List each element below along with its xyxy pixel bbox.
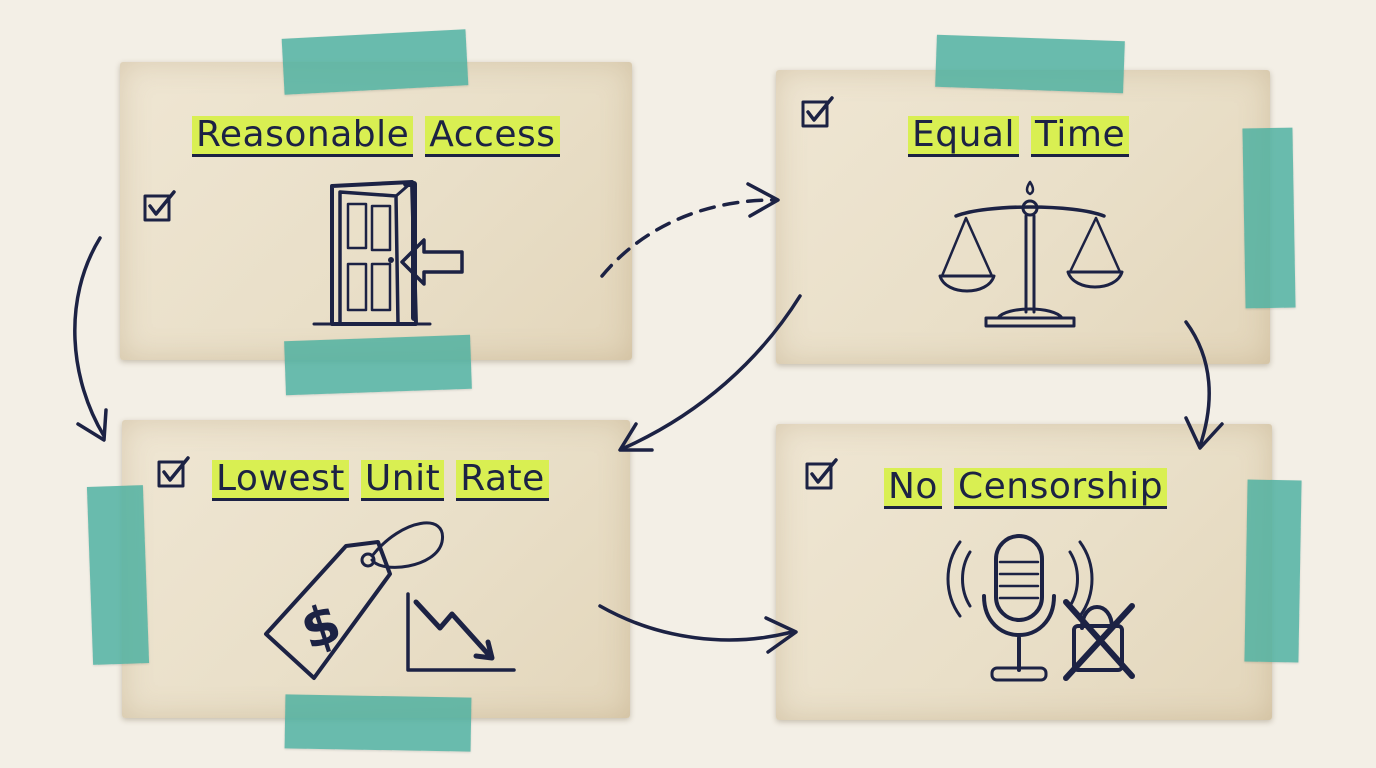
title-word: Censorship <box>953 468 1168 509</box>
arrow-equal-time-to-censorship <box>1184 320 1224 450</box>
arrow-rate-to-censorship <box>598 604 798 654</box>
title-word: Unit <box>360 460 445 501</box>
arrow-equal-time-to-rate <box>618 294 802 452</box>
checkbox-icon <box>801 96 834 128</box>
checkbox-icon <box>143 190 176 222</box>
microphone-icon <box>946 534 1135 682</box>
title-word: Lowest <box>212 460 349 501</box>
arrow-access-to-equal-time <box>600 182 780 278</box>
price-tag-icon: $ <box>264 521 516 680</box>
scales-icon <box>938 180 1124 328</box>
card-reasonable-access: Reasonable Access <box>120 62 632 360</box>
title-word: Equal <box>908 116 1019 157</box>
card-title: Equal Time <box>908 114 1141 157</box>
title-word: No <box>884 468 942 509</box>
title-word: Rate <box>456 460 549 501</box>
card-title: Reasonable Access <box>192 114 572 157</box>
title-word: Time <box>1030 116 1130 157</box>
title-word: Access <box>425 116 560 157</box>
checkbox-icon <box>805 458 838 490</box>
card-no-censorship: No Censorship <box>776 424 1272 720</box>
title-word: Reasonable <box>192 116 414 157</box>
card-title: Lowest Unit Rate <box>212 458 561 501</box>
card-equal-time: Equal Time <box>776 70 1270 364</box>
card-title: No Censorship <box>884 466 1179 509</box>
arrow-access-to-rate <box>73 236 108 442</box>
checkbox-icon <box>157 456 190 488</box>
door-icon <box>312 180 464 326</box>
card-lowest-unit-rate: Lowest Unit Rate $ <box>122 420 630 718</box>
